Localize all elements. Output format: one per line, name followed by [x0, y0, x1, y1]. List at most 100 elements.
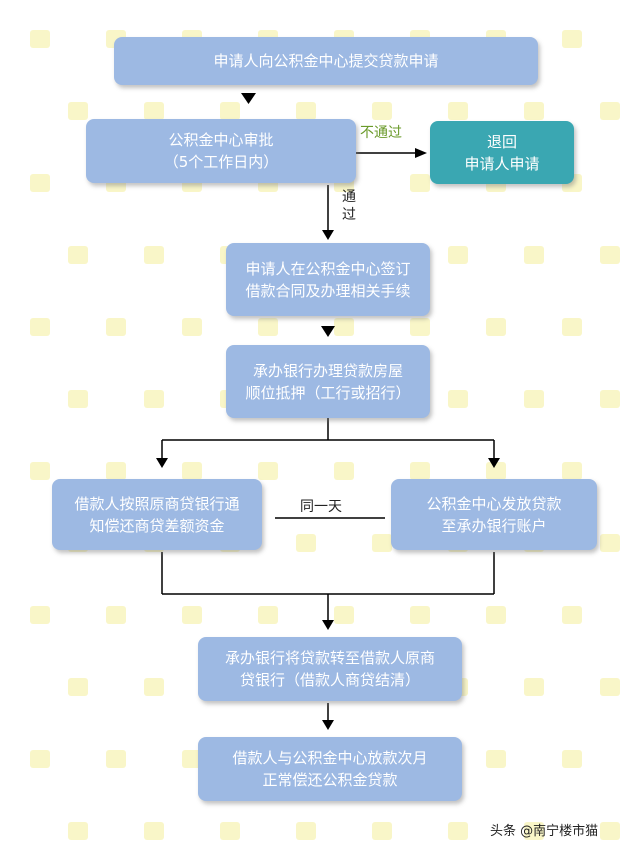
arrow-sign-to-mortgage [321, 326, 335, 337]
step-reject-line1: 退回 [486, 132, 517, 151]
watermark-tile [182, 318, 202, 336]
watermark-tile [30, 318, 50, 336]
watermark-tile [106, 318, 126, 336]
watermark-tile [562, 30, 582, 48]
watermark-tile [258, 318, 278, 336]
watermark-tile [524, 822, 544, 840]
label-not-pass: 不通过 [360, 125, 402, 141]
label-pass-line1: 通 [342, 189, 356, 205]
watermark-tile [372, 822, 392, 840]
watermark-tile [486, 606, 506, 624]
step-monthly: 借款人与公积金中心放款次月 正常偿还公积金贷款 [198, 737, 462, 801]
watermark-tile [296, 102, 316, 120]
step-approve: 公积金中心审批 （5个工作日内） [86, 119, 356, 183]
label-same-day: 同一天 [300, 499, 342, 515]
watermark-tile [334, 462, 354, 480]
watermark-tile [600, 534, 620, 552]
watermark-tile [30, 30, 50, 48]
step-repay-original-line2: 知偿还商贷差额资金 [89, 516, 225, 535]
watermark-tile [410, 462, 430, 480]
watermark-tile [296, 534, 316, 552]
step-disburse-line2: 至承办银行账户 [441, 516, 547, 535]
step-mortgage: 承办银行办理贷款房屋 顺位抵押（工行或招行） [226, 345, 430, 418]
watermark-tile [562, 750, 582, 768]
watermark-tile [220, 102, 240, 120]
step-reject-line2: 申请人申请 [464, 154, 540, 173]
watermark-tile [144, 678, 164, 696]
label-pass-line2: 过 [342, 207, 356, 223]
watermark-tile [562, 462, 582, 480]
step-repay-original: 借款人按照原商贷银行通 知偿还商贷差额资金 [52, 479, 262, 550]
watermark-tile [334, 606, 354, 624]
watermark-tile [448, 102, 468, 120]
step-transfer-line1: 承办银行将贷款转至借款人原商 [224, 649, 435, 667]
watermark-tile [144, 246, 164, 264]
arrow-apply-to-approve [241, 93, 256, 104]
watermark-tile [600, 822, 620, 840]
step-disburse: 公积金中心发放贷款 至承办银行账户 [391, 479, 597, 550]
watermark-tile [296, 822, 316, 840]
watermark-tile [372, 534, 392, 552]
step-approve-line1: 公积金中心审批 [168, 131, 274, 149]
watermark-tile [410, 174, 430, 192]
watermark-tile [220, 822, 240, 840]
watermark-tile [68, 678, 88, 696]
watermark-tile [68, 102, 88, 120]
watermark-tile [410, 606, 430, 624]
watermark-tile [182, 750, 202, 768]
arrow-merge-to-transfer [161, 552, 495, 630]
watermark-tile [600, 246, 620, 264]
watermark-tile [30, 606, 50, 624]
step-mortgage-line1: 承办银行办理贷款房屋 [252, 361, 403, 380]
step-transfer-line2: 贷银行（借款人商贷结清） [239, 671, 420, 689]
watermark-tile [258, 606, 278, 624]
watermark-tile [144, 102, 164, 120]
watermark-tile [486, 462, 506, 480]
label-pass: 通 过 [342, 188, 356, 224]
step-apply-text: 申请人向公积金中心提交贷款申请 [213, 52, 439, 70]
watermark-tile [524, 678, 544, 696]
watermark-tile [106, 462, 126, 480]
watermark-tile [258, 462, 278, 480]
watermark-tile [106, 606, 126, 624]
watermark-tile [106, 750, 126, 768]
watermark-tile [372, 102, 392, 120]
watermark-tile [600, 102, 620, 120]
watermark-tile [410, 318, 430, 336]
watermark-tile [524, 390, 544, 408]
step-approve-line2: （5个工作日内） [163, 153, 279, 171]
watermark-tile [600, 678, 620, 696]
watermark-tile [600, 390, 620, 408]
watermark-tile [144, 390, 164, 408]
watermark-tile [30, 174, 50, 192]
watermark-tile [562, 318, 582, 336]
step-sign-line1: 申请人在公积金中心签订 [245, 259, 411, 278]
watermark-tile [562, 606, 582, 624]
watermark-tile [144, 822, 164, 840]
step-mortgage-line2: 顺位抵押（工行或招行） [245, 383, 411, 402]
watermark-tile [448, 390, 468, 408]
step-sign: 申请人在公积金中心签订 借款合同及办理相关手续 [226, 243, 430, 316]
step-sign-line2: 借款合同及办理相关手续 [245, 281, 411, 300]
watermark-tile [448, 246, 468, 264]
step-monthly-line2: 正常偿还公积金贷款 [262, 771, 398, 789]
arrow-transfer-to-monthly [322, 703, 334, 730]
watermark-tile [182, 606, 202, 624]
watermark-tile [68, 246, 88, 264]
step-disburse-line1: 公积金中心发放贷款 [426, 494, 562, 513]
watermark-tile [524, 246, 544, 264]
watermark-tile [486, 318, 506, 336]
watermark-tile [448, 822, 468, 840]
watermark-tile [68, 390, 88, 408]
step-monthly-line1: 借款人与公积金中心放款次月 [232, 749, 428, 767]
watermark-tile [30, 750, 50, 768]
watermark-tile [68, 822, 88, 840]
watermark-tile [486, 750, 506, 768]
footer-credit: 头条 @南宁楼市猫 [490, 824, 599, 839]
arrow-mortgage-split [156, 418, 500, 468]
step-apply: 申请人向公积金中心提交贷款申请 [114, 37, 538, 85]
step-reject: 退回 申请人申请 [430, 121, 574, 184]
watermark-tile [182, 462, 202, 480]
watermark-tile [334, 318, 354, 336]
watermark-tile [30, 462, 50, 480]
